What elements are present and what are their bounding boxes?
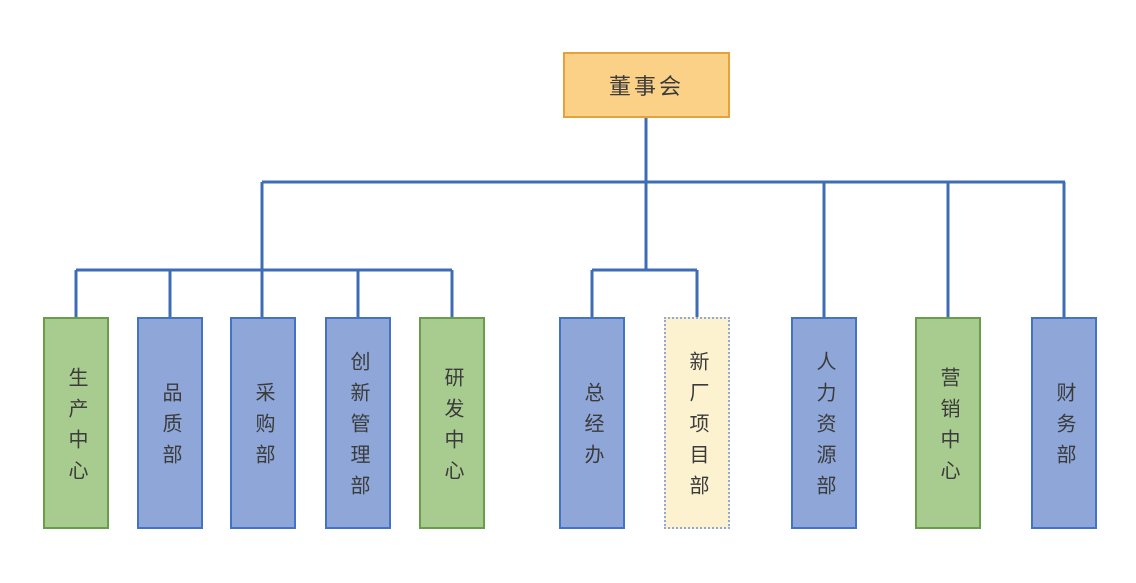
org-node-production-center[interactable]: 生产中心 [43, 317, 109, 529]
org-node-label: 生产中心 [65, 366, 87, 491]
org-node-quality-dept[interactable]: 品质部 [137, 317, 203, 529]
org-node-label: 总经办 [581, 382, 603, 475]
org-node-label: 营销中心 [937, 366, 959, 491]
org-node-label: 新厂项目部 [686, 351, 708, 506]
org-node-label: 人力资源部 [813, 351, 835, 506]
org-node-label: 研发中心 [441, 366, 463, 491]
org-node-label: 董事会 [608, 74, 684, 99]
org-node-gm-office[interactable]: 总经办 [559, 317, 625, 529]
org-node-purchasing-dept[interactable]: 采购部 [230, 317, 296, 529]
org-node-hr-dept[interactable]: 人力资源部 [791, 317, 857, 529]
org-node-board[interactable]: 董事会 [563, 52, 730, 118]
org-node-new-plant-project-dept[interactable]: 新厂项目部 [664, 317, 730, 529]
org-node-label: 创新管理部 [347, 351, 369, 506]
org-node-rnd-center[interactable]: 研发中心 [419, 317, 485, 529]
org-node-label: 品质部 [159, 382, 181, 475]
org-node-innovation-mgmt-dept[interactable]: 创新管理部 [325, 317, 391, 529]
org-node-label: 财务部 [1053, 382, 1075, 475]
org-node-marketing-center[interactable]: 营销中心 [915, 317, 981, 529]
org-node-label: 采购部 [252, 382, 274, 475]
org-node-finance-dept[interactable]: 财务部 [1031, 317, 1097, 529]
